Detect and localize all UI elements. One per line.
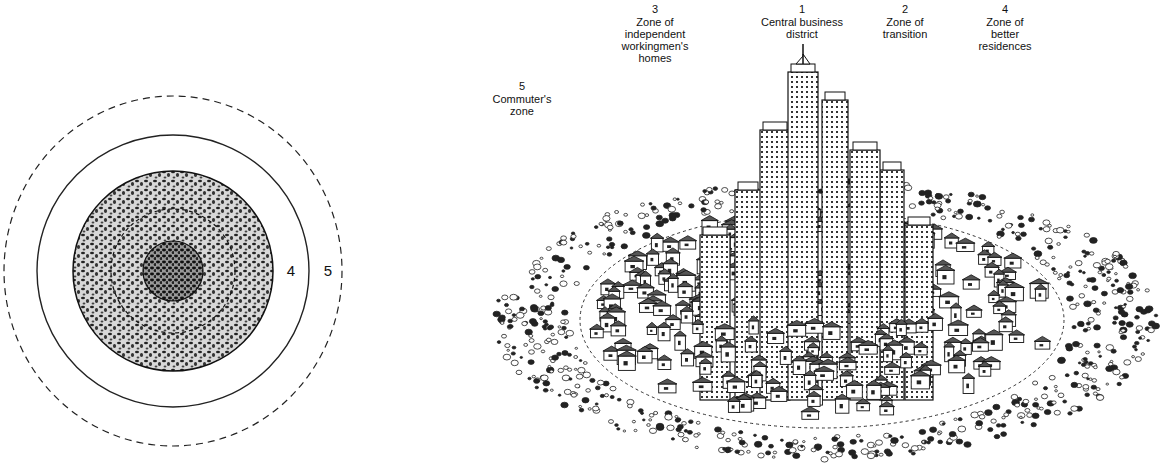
houses-front bbox=[590, 313, 1051, 419]
callout-number: 3 bbox=[643, 3, 667, 15]
skyscrapers bbox=[700, 44, 933, 400]
zone-label: Zone of better residences bbox=[972, 16, 1038, 52]
circle-outline bbox=[36, 134, 310, 408]
callout-number: 1 bbox=[790, 3, 814, 15]
callout-number: 5 bbox=[510, 80, 534, 92]
zone-number: 5 bbox=[324, 263, 332, 279]
residence-zone-circle: 4 bbox=[36, 134, 310, 408]
callout-number: 4 bbox=[993, 3, 1017, 15]
callout-number: 2 bbox=[893, 3, 917, 15]
zone-label: Central business district bbox=[753, 16, 851, 40]
zone-number: 4 bbox=[287, 263, 295, 279]
zone-label: Zone of transition bbox=[874, 16, 936, 40]
zone-label: Commuter's zone bbox=[486, 93, 558, 117]
zone-label: Zone of independent workingmen's homes bbox=[614, 16, 696, 64]
commuter-zone-circle: 54 bbox=[3, 95, 343, 447]
